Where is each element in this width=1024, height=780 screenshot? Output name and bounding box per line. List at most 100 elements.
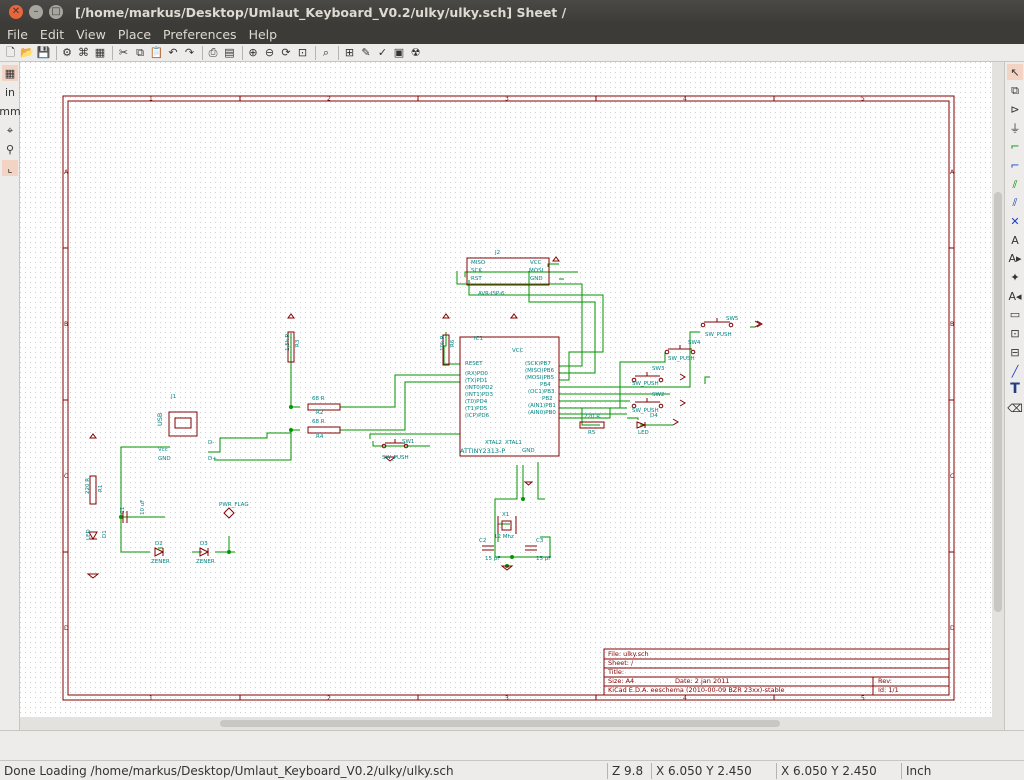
library-browser-icon[interactable]: ▦ (94, 46, 106, 59)
annotate-icon[interactable]: ✎ (361, 46, 371, 59)
units-inch-icon[interactable]: in (4, 85, 16, 99)
menu-view[interactable]: View (76, 26, 106, 42)
col-label: 3 (505, 695, 509, 702)
grid-background (20, 62, 992, 717)
row-label: C (64, 473, 68, 480)
hierarchical-sheet-icon[interactable]: ▭ (1009, 308, 1021, 322)
j2-rst: RST (471, 276, 482, 282)
status-divider (901, 763, 902, 779)
title-block-frame (603, 648, 950, 696)
status-zoom: Z 9.8 (612, 764, 644, 778)
window-titlebar: ✕ – □ [/home/markus/Desktop/Umlaut_Keybo… (0, 0, 1024, 24)
copy-icon[interactable]: ⧉ (136, 46, 144, 59)
x1-crystal (501, 520, 512, 531)
place-component-icon[interactable]: ⊳ (1010, 102, 1020, 116)
schematic-canvas[interactable]: 1 2 3 4 5 1 2 3 4 5 A B C D A B C D File… (20, 62, 992, 717)
zoom-fit-icon[interactable]: ⊡ (297, 46, 308, 59)
orthogonal-wire-icon[interactable]: ⌞ (2, 160, 18, 176)
grid-toggle-icon[interactable]: ▦ (2, 65, 18, 81)
find-icon[interactable]: ⌕ (322, 46, 330, 59)
menu-file[interactable]: File (7, 26, 28, 42)
units-mm-icon[interactable]: mm (0, 104, 21, 118)
bom-icon[interactable]: ☢ (410, 46, 421, 59)
ic1-pin-right: (AIN0)PB0 (528, 410, 556, 416)
wire-to-bus-entry-icon[interactable]: ⫽ (1012, 177, 1018, 191)
new-schematic-icon[interactable]: 🗋 (6, 46, 15, 59)
title-rev: Rev: (878, 677, 892, 685)
place-bus-icon[interactable]: ⌐ (1010, 158, 1020, 172)
toolbar-separator (55, 45, 57, 60)
paste-icon[interactable]: 📋 (149, 46, 164, 59)
sw4-ref: SW4 (688, 340, 701, 346)
zoom-out-icon[interactable]: ⊖ (264, 46, 275, 59)
ic1-pin-right: (AIN1)PB1 (528, 403, 556, 409)
redo-icon[interactable]: ↷ (184, 46, 195, 59)
menubar: File Edit View Place Preferences Help (0, 24, 1024, 44)
place-power-icon[interactable]: ⏚ (1009, 121, 1021, 135)
select-cursor-icon[interactable]: ↖ (1007, 64, 1023, 80)
bus-to-bus-entry-icon[interactable]: ⫽ (1012, 196, 1018, 210)
page-settings-icon[interactable]: ⚙ (62, 46, 72, 59)
redraw-icon[interactable]: ⟳ (281, 46, 291, 59)
r6-value: 10k R (440, 335, 446, 351)
j2-mosi: MOSI (529, 268, 544, 274)
graphic-line-icon[interactable]: ╱ (1011, 364, 1019, 378)
components (86, 256, 763, 579)
j2-value: AVR-ISP-6 (478, 291, 505, 297)
save-project-icon[interactable]: 💾 (36, 46, 51, 59)
place-wire-icon[interactable]: ⌐ (1010, 140, 1020, 154)
ic1-xtal1: XTAL1 (505, 440, 522, 446)
sw1-ref: SW1 (402, 439, 414, 445)
plot-icon[interactable]: ▤ (224, 46, 235, 59)
horizontal-scrollbar[interactable] (20, 717, 1004, 730)
cursor-shape-icon[interactable]: ⌖ (6, 123, 14, 137)
toolbar-separator (201, 45, 203, 60)
library-editor-icon[interactable]: ⌘ (78, 46, 89, 59)
r1-ref: R1 (98, 485, 104, 492)
menu-preferences[interactable]: Preferences (163, 26, 237, 42)
window-close-button[interactable]: ✕ (9, 5, 23, 19)
global-label-icon[interactable]: A▸ (1008, 252, 1022, 266)
vertical-scroll-thumb[interactable] (994, 192, 1002, 612)
no-connect-icon[interactable]: ✕ (1010, 215, 1020, 228)
hidden-pins-icon[interactable]: ⚲ (5, 142, 15, 156)
cvpcb-icon[interactable]: ▣ (393, 46, 405, 59)
col-label: 1 (149, 695, 153, 702)
ic1-pin-left: (T0)PD4 (465, 399, 488, 405)
place-junction-icon[interactable]: ✦ (1010, 271, 1020, 285)
hierarchy-navigator-icon[interactable]: ⧉ (1011, 84, 1019, 98)
col-label: 4 (683, 96, 687, 103)
undo-icon[interactable]: ↶ (168, 46, 178, 59)
status-coords-absolute: X 6.050 Y 2.450 (656, 764, 752, 778)
erc-icon[interactable]: ✓ (377, 46, 388, 59)
delete-item-icon[interactable]: ⌫ (1007, 401, 1023, 415)
d3-ref: D3 (200, 541, 208, 547)
row-label: D (64, 625, 69, 632)
d1-value: LED (86, 529, 92, 540)
vertical-scrollbar[interactable] (992, 62, 1004, 717)
open-schematic-icon[interactable]: 📂 (20, 46, 34, 59)
ic1-pin-right: (MISO)PB6 (525, 368, 555, 374)
window-minimize-button[interactable]: – (29, 5, 43, 19)
window-title: [/home/markus/Desktop/Umlaut_Keyboard_V0… (75, 4, 567, 20)
window-maximize-button[interactable]: □ (49, 5, 63, 19)
main-toolbar: 🗋 📂 💾 ⚙ ⌘ ▦ ✂ ⧉ 📋 ↶ ↷ ⎙ ▤ ⊕ ⊖ ⟳ ⊡ ⌕ ⊞ ✎ … (0, 44, 1024, 62)
ic1-pin-right: (OC1)PB3 (528, 389, 555, 395)
zoom-in-icon[interactable]: ⊕ (248, 46, 258, 59)
place-label-icon[interactable]: A (1011, 233, 1019, 247)
horizontal-scroll-thumb[interactable] (220, 720, 780, 727)
print-icon[interactable]: ⎙ (208, 46, 218, 59)
import-sheet-pin-icon[interactable]: ⊡ (1010, 327, 1020, 341)
status-message: Done Loading /home/markus/Desktop/Umlaut… (4, 764, 454, 778)
j2-sck: SCK (471, 268, 482, 274)
menu-edit[interactable]: Edit (39, 26, 65, 42)
cut-icon[interactable]: ✂ (118, 46, 129, 59)
title-title: Title: (607, 668, 624, 676)
toolbar-separator (314, 45, 316, 60)
sheet-pin-icon[interactable]: ⊟ (1010, 345, 1020, 359)
menu-place[interactable]: Place (117, 26, 152, 42)
hierarchical-label-icon[interactable]: A◂ (1008, 289, 1022, 303)
menu-help[interactable]: Help (248, 26, 278, 42)
graphic-text-icon[interactable]: T (1010, 381, 1020, 398)
netlist-icon[interactable]: ⊞ (344, 46, 355, 59)
